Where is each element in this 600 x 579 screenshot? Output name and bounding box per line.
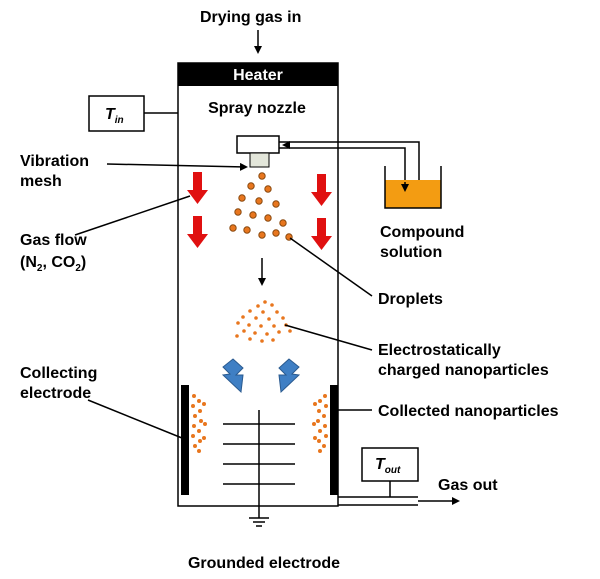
compound-solution-label-2: solution <box>380 244 442 261</box>
droplets-label: Droplets <box>378 291 443 308</box>
vibration-mesh-pointer <box>106 162 248 171</box>
feed-tube-upper <box>279 141 420 180</box>
drying-gas-in-label: Drying gas in <box>200 9 301 26</box>
vibration-mesh-label-2: mesh <box>20 173 62 190</box>
charged-label-1: Electrostatically <box>378 342 501 359</box>
vibration-mesh <box>249 152 270 168</box>
ground-icon <box>249 517 269 527</box>
spray-nozzle <box>236 135 280 154</box>
gas-flow-label-1: Gas flow <box>20 232 87 249</box>
gas-flow-pointer <box>74 195 191 236</box>
collecting-electrode-right <box>330 385 338 495</box>
collected-particles-left <box>191 394 207 453</box>
charged-pointer <box>284 324 373 351</box>
charged-label-2: charged nanoparticles <box>378 362 549 379</box>
collecting-electrode-left <box>181 385 189 495</box>
red-down-arrow-icon <box>187 216 208 248</box>
solution-liquid <box>385 180 441 208</box>
collecting-electrode-pointer <box>87 399 183 439</box>
gas-flow-arrows <box>187 172 332 250</box>
red-down-arrow-icon <box>187 172 208 204</box>
droplets-pointer <box>289 237 373 297</box>
grounded-electrode-label: Grounded electrode <box>188 555 340 572</box>
red-down-arrow-icon <box>311 218 332 250</box>
solution-beaker <box>384 166 442 209</box>
blue-block-arrow-icon <box>278 358 301 394</box>
t-out-sensor-box <box>361 447 419 482</box>
collected-particles-right <box>312 394 328 453</box>
vibration-mesh-label-1: Vibration <box>20 153 89 170</box>
t-out-label: Tout <box>375 456 401 476</box>
spray-nozzle-label: Spray nozzle <box>208 100 306 117</box>
feed-tube-lower <box>279 147 406 190</box>
collected-nanoparticles-label: Collected nanoparticles <box>378 403 559 420</box>
red-down-arrow-icon <box>311 174 332 206</box>
t-in-label: Tin <box>105 106 124 126</box>
blue-block-arrow-icon <box>221 358 244 394</box>
t-in-sensor-box <box>88 95 145 132</box>
charged-nanoparticles-cluster <box>235 300 292 343</box>
heater-label: Heater <box>233 67 283 84</box>
gas-flow-label-2: (N2, CO2) <box>20 254 86 274</box>
heater-block <box>178 63 338 86</box>
deflection-arrows <box>221 358 301 394</box>
compound-solution-label-1: Compound <box>380 224 464 241</box>
grounded-electrode <box>223 410 295 518</box>
collecting-electrode-label-1: Collecting <box>20 365 97 382</box>
collecting-electrode-label-2: electrode <box>20 385 91 402</box>
gas-out-label: Gas out <box>438 477 498 494</box>
